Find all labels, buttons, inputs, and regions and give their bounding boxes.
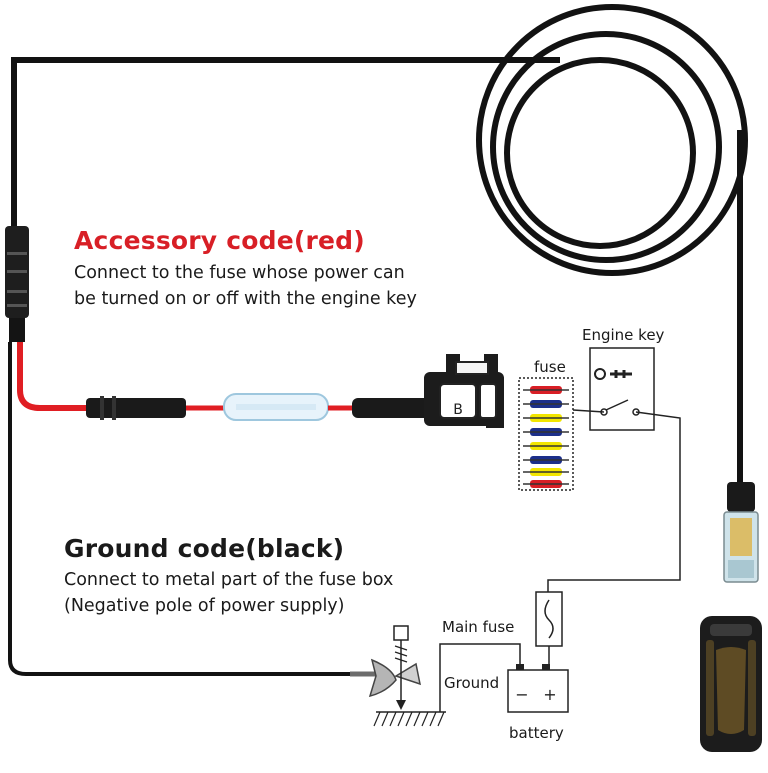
ground-title: Ground code(black) (64, 534, 345, 563)
key-icon (594, 368, 606, 380)
radar-detector (700, 616, 762, 752)
tap-sleeve (352, 398, 432, 418)
main-fuse-label: Main fuse (442, 618, 515, 636)
accessory-desc-line1: Connect to the fuse whose power can (74, 263, 405, 283)
fuse-box (518, 377, 574, 491)
battery-plus: + (543, 685, 556, 704)
inline-fuse-holder (86, 396, 225, 420)
engine-key-switch (589, 347, 655, 431)
black-cable (11, 57, 743, 490)
accessory-title: Accessory code(red) (74, 226, 365, 255)
red-wire (17, 342, 90, 411)
accessory-desc-line2: be turned on or off with the engine key (74, 289, 417, 309)
fuse-tap: B (424, 354, 504, 428)
bolt-head (393, 625, 409, 641)
main-fuse (535, 591, 563, 668)
ground-schematic-wire (439, 643, 521, 712)
battery-icon: − + (507, 664, 569, 713)
tap-letter: B (453, 402, 463, 418)
rj-connector (723, 482, 759, 583)
battery-minus: − (515, 685, 528, 704)
ground-desc-line2: (Negative pole of power supply) (64, 596, 345, 616)
ground-desc-line1: Connect to metal part of the fuse box (64, 570, 394, 590)
fuse-label: fuse (534, 358, 566, 376)
ground-terminal (350, 625, 446, 727)
engine-key-label: Engine key (582, 326, 665, 344)
battery-label: battery (509, 724, 564, 742)
schematic-wire (547, 409, 681, 592)
ground-wire (8, 342, 356, 676)
barrel-connector (5, 226, 29, 342)
ground-hatch (373, 711, 445, 727)
coiled-cable (476, 4, 748, 276)
ground-label: Ground (444, 674, 500, 692)
glass-fuse (223, 393, 356, 421)
